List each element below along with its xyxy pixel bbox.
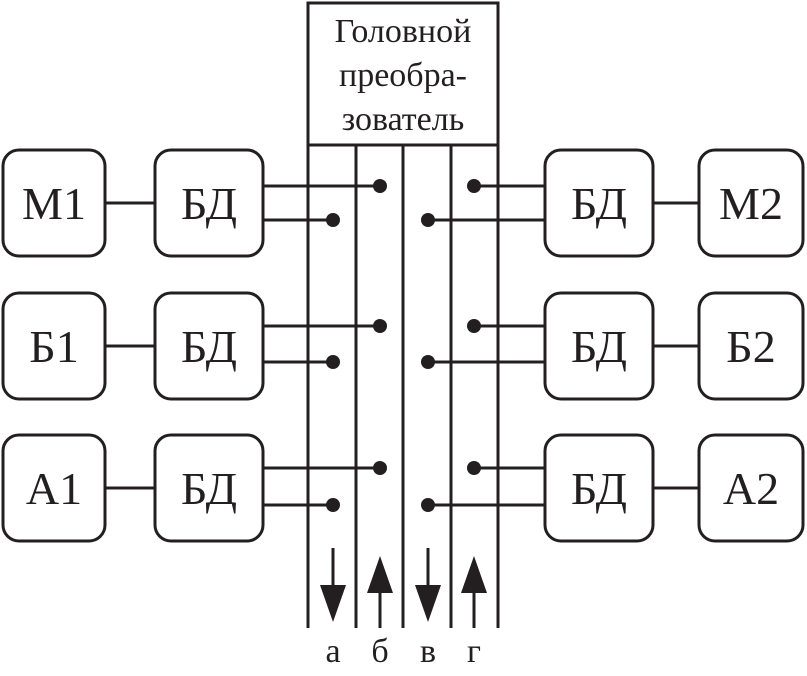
right-adapter-1-label: БД [571, 178, 627, 229]
junction-dot [326, 498, 340, 512]
head-converter-box [306, 1, 500, 147]
left-adapter-3-box [153, 433, 265, 543]
right-device-3-label: А2 [723, 463, 779, 514]
junction-dot [467, 461, 481, 475]
right-row-1: БД М2 [421, 148, 805, 258]
head-converter-line-1: Головной [335, 13, 472, 50]
bus-lines [306, 145, 500, 628]
right-adapter-2-label: БД [571, 321, 627, 372]
junction-dot [421, 355, 435, 369]
left-device-2-label: Б1 [29, 321, 78, 372]
right-row-3: БД А2 [421, 433, 805, 543]
left-adapter-2-label: БД [181, 321, 237, 372]
bus-g-up-arrow-icon [461, 556, 487, 628]
left-row-1: М1 БД [1, 148, 387, 258]
bus-label-a: а [325, 633, 340, 670]
left-row-3: А1 БД [1, 433, 387, 543]
left-adapter-1-box [153, 148, 265, 258]
left-device-1-label: М1 [22, 178, 86, 229]
right-adapter-3-label: БД [571, 463, 627, 514]
bus-label-g: г [467, 633, 481, 670]
right-device-2-box [697, 291, 805, 401]
left-adapter-3-label: БД [181, 463, 237, 514]
bus-v-down-arrow-icon [415, 548, 441, 622]
junction-dot [326, 213, 340, 227]
right-device-2-label: Б2 [726, 321, 775, 372]
right-device-3-box [697, 433, 805, 543]
bus-label-v: в [420, 633, 436, 670]
bus-labels: а б в г [325, 633, 481, 670]
bus-arrows [320, 548, 487, 628]
junction-dot [421, 498, 435, 512]
left-row-2: Б1 БД [1, 291, 387, 401]
junction-dot [467, 319, 481, 333]
head-converter-line-2: преобра- [339, 57, 467, 94]
junction-dot [326, 355, 340, 369]
head-converter-line-3: зователь [342, 101, 464, 138]
head-converter: Головной преобра- зователь [306, 1, 500, 147]
bus-b-up-arrow-icon [367, 556, 393, 628]
bus-label-b: б [371, 633, 388, 670]
junction-dot [373, 319, 387, 333]
junction-dot [467, 179, 481, 193]
right-device-1-label: М2 [719, 178, 783, 229]
right-device-1-box [697, 148, 805, 258]
left-device-3-label: А1 [26, 463, 82, 514]
junction-dot [421, 213, 435, 227]
right-row-2: БД Б2 [421, 291, 805, 401]
junction-dot [373, 461, 387, 475]
left-adapter-2-box [153, 291, 265, 401]
left-adapter-1-label: БД [181, 178, 237, 229]
bus-a-down-arrow-icon [320, 548, 346, 622]
junction-dot [373, 179, 387, 193]
